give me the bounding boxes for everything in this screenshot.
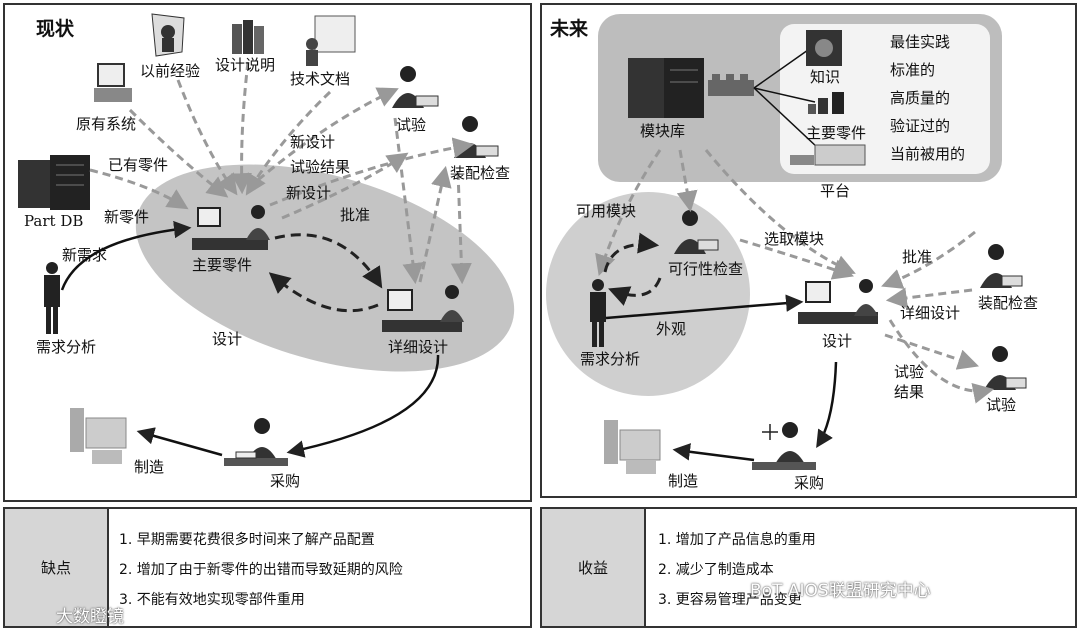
label-future-approval: 批准 (902, 248, 933, 266)
best-practice-line: 最佳实践 (890, 33, 951, 51)
part-db-server-icon (18, 155, 90, 210)
future-input-arrows (595, 149, 995, 404)
main-parts-icon (808, 92, 844, 114)
label-platform: 平台 (820, 182, 851, 200)
label-future-test-results: 试验结果 (894, 363, 925, 401)
label-detailed-design: 详细设计 (388, 338, 449, 356)
drawback-item: 3. 不能有效地实现零部件重用 (119, 592, 305, 608)
label-appearance: 外观 (656, 320, 687, 338)
label-design-spec: 设计说明 (215, 56, 276, 74)
input-arrows (89, 61, 475, 285)
label-new-requirement: 新需求 (62, 246, 108, 264)
label-future-requirement-analysis: 需求分析 (580, 350, 641, 368)
best-practice-line: 高质量的 (890, 89, 951, 107)
label-previous-experience: 以前经验 (140, 62, 201, 80)
future-procurement-icon (752, 422, 816, 470)
tech-docs-icon (306, 15, 356, 66)
label-new-design-1: 新设计 (290, 133, 336, 151)
benefit-item: 3. 更容易管理产品变更 (658, 592, 802, 608)
legacy-computer-icon (94, 63, 132, 102)
label-future-procurement: 采购 (794, 474, 825, 492)
platform-icon (790, 144, 866, 166)
best-practice-line: 验证过的 (890, 117, 951, 135)
benefits-list: 1. 增加了产品信息的重用 2. 减少了制造成本 3. 更容易管理产品变更 (658, 525, 816, 615)
test-person-icon (392, 66, 439, 108)
assembly-check-person-icon (454, 116, 499, 158)
future-title: 未来 (550, 18, 589, 40)
design-zone-ellipse (135, 164, 515, 372)
watermark-right: BoT AIOS联盟研究中心 (750, 581, 931, 601)
feasibility-loop-arrows (603, 232, 662, 306)
label-approval: 批准 (340, 206, 371, 224)
module-library-server-icon (628, 58, 704, 118)
benefit-item: 2. 减少了制造成本 (658, 562, 774, 578)
design-spec-books-icon (232, 20, 264, 54)
label-new-design-2: 新设计 (286, 184, 332, 202)
watermark-left: 大数瞪镜 (56, 607, 124, 627)
drawback-item: 2. 增加了由于新零件的出错而导致延期的风险 (119, 562, 403, 578)
future-assembly-person-icon (980, 244, 1023, 288)
label-design: 设计 (212, 330, 243, 348)
drawbacks-label: 缺点 (5, 509, 109, 626)
drawbacks-box: 缺点 1. 早期需要花费很多时间来了解产品配置 2. 增加了由于新零件的出错而导… (3, 507, 532, 628)
future-factory-icon (604, 420, 661, 474)
future-test-person-icon (984, 346, 1027, 390)
label-legacy-system: 原有系统 (76, 115, 137, 133)
label-select-modules: 选取模块 (764, 230, 825, 248)
drawbacks-list: 1. 早期需要花费很多时间来了解产品配置 2. 增加了由于新零件的出错而导致延期… (119, 525, 403, 615)
detailed-design-workstation-icon (382, 285, 464, 332)
best-practice-list: 最佳实践 标准的 高质量的 验证过的 当前被用的 (890, 28, 965, 168)
requirement-analyst-icon (44, 262, 60, 334)
label-main-parts: 主要零件 (192, 256, 253, 274)
label-new-parts: 新零件 (104, 208, 150, 226)
label-procurement: 采购 (270, 472, 301, 490)
feasibility-person-icon (674, 210, 719, 254)
label-future-assembly-check: 装配检查 (978, 294, 1039, 312)
flow-arrows (60, 220, 440, 458)
label-test: 试验 (396, 116, 427, 134)
label-future-design: 设计 (822, 332, 853, 350)
label-future-test: 试验 (986, 396, 1017, 414)
label-test-results: 试验结果 (290, 158, 351, 176)
current-title: 现状 (36, 18, 75, 40)
label-available-modules: 可用模块 (576, 202, 637, 220)
best-practice-line: 当前被用的 (890, 145, 966, 163)
label-knowledge: 知识 (810, 68, 841, 86)
label-future-manufacturing: 制造 (668, 472, 699, 490)
label-requirement-analysis: 需求分析 (36, 338, 97, 356)
lego-block-icon (708, 74, 754, 96)
main-parts-workstation-icon (192, 205, 270, 250)
future-flow-arrows (605, 294, 838, 462)
benefit-item: 1. 增加了产品信息的重用 (658, 532, 816, 548)
label-module-library: 模块库 (640, 122, 686, 140)
drawback-item: 1. 早期需要花费很多时间来了解产品配置 (119, 532, 375, 548)
previous-experience-icon (151, 13, 185, 57)
benefits-box: 收益 1. 增加了产品信息的重用 2. 减少了制造成本 3. 更容易管理产品变更 (540, 507, 1077, 628)
label-future-main-parts: 主要零件 (806, 124, 867, 142)
design-workstation-icon (798, 279, 878, 324)
design-loop-arrows (268, 233, 383, 313)
label-future-detailed-design: 详细设计 (900, 304, 961, 322)
label-assembly-check: 装配检查 (450, 164, 511, 182)
label-feasibility-check: 可行性检查 (668, 260, 744, 278)
benefits-label: 收益 (542, 509, 646, 626)
label-existing-parts: 已有零件 (108, 156, 169, 174)
label-part-db: Part DB (24, 212, 84, 230)
label-tech-docs: 技术文档 (290, 70, 351, 88)
label-manufacturing: 制造 (134, 458, 165, 476)
best-practice-line: 标准的 (890, 61, 936, 79)
future-analyst-icon (590, 279, 606, 347)
module-links (753, 49, 819, 149)
manufacturing-factory-icon (70, 408, 127, 464)
knowledge-icon (806, 30, 842, 66)
procurement-person-icon (224, 418, 288, 466)
